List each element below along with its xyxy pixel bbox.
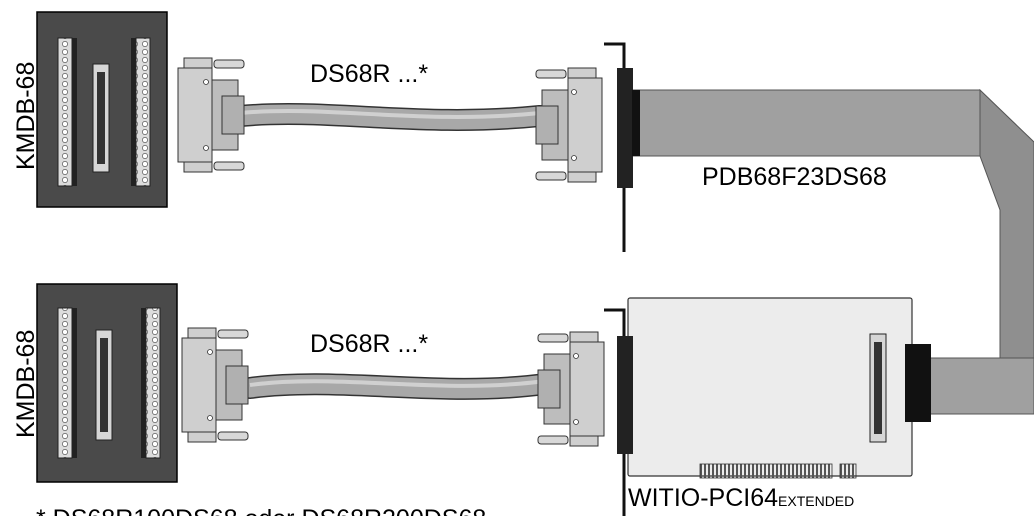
card-label: WITIO-PCI64EXTENDED [628,484,854,512]
pci-card [627,297,931,479]
dsub-connector-top-left [177,57,245,173]
terminal-board-bottom [36,283,178,483]
ribbon-label: PDB68F23DS68 [702,163,887,191]
footnote: * DS68R100DS68 oder DS68R200DS68 [36,505,486,516]
ribbon-cable [631,88,1034,415]
cable-label-top: DS68R ...* [310,60,428,88]
cable-bottom [239,373,556,400]
slot-bracket-bottom [604,308,633,516]
terminal-board-top [36,11,168,208]
cable-label-bottom: DS68R ...* [310,330,428,358]
board-label-top: KMDB-68 [12,62,40,170]
dsub-connector-bottom-right [537,331,605,447]
dsub-connector-bottom-left [181,327,249,443]
card-label-sub: EXTENDED [778,493,854,509]
slot-bracket-top [604,42,640,252]
board-label-bottom: KMDB-68 [12,330,40,438]
cable-top [229,103,551,131]
card-label-main: WITIO-PCI64 [628,484,778,512]
dsub-connector-top-right [535,67,603,183]
